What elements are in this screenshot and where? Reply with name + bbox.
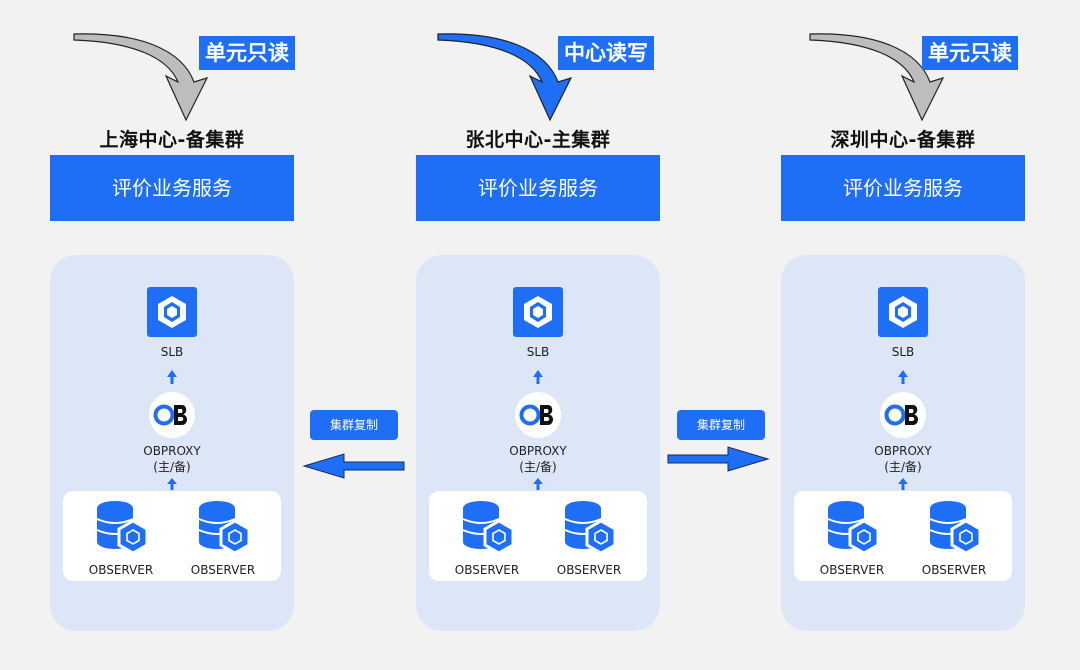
- obproxy-label: OBPROXY (主/备): [781, 443, 1025, 475]
- cluster-title-zhangbei: 张北中心-主集群: [465, 129, 611, 151]
- read-arrow-shenzhen: [809, 33, 945, 122]
- database-cube-icon: [96, 501, 149, 555]
- obproxy-name: OBPROXY: [143, 444, 201, 458]
- obproxy-role: (主/备): [519, 460, 557, 474]
- observer-label: OBSERVER: [190, 563, 256, 577]
- database-cube-icon: [827, 501, 880, 555]
- region-zhangbei: SLB OBPROXY (主/备) OBSERVER: [416, 255, 660, 631]
- service-box-zhangbei: 评价业务服务: [416, 155, 660, 221]
- slb-label: SLB: [526, 345, 550, 359]
- cluster-title-shanghai: 上海中心-备集群: [99, 129, 245, 151]
- slb-icon: [878, 287, 928, 337]
- ob-logo-icon: [880, 392, 926, 438]
- observer-node: OBSERVER: [173, 491, 273, 581]
- observer-label: OBSERVER: [921, 563, 987, 577]
- database-cube-icon: [929, 501, 982, 555]
- database-cube-icon: [462, 501, 515, 555]
- up-arrow-icon: [167, 370, 177, 384]
- service-box-shenzhen: 评价业务服务: [781, 155, 1025, 221]
- ob-logo-icon: [149, 392, 195, 438]
- mode-badge-shanghai: 单元只读: [199, 36, 295, 70]
- replication-label-left: 集群复制: [310, 410, 398, 440]
- mode-badge-shenzhen: 单元只读: [922, 36, 1018, 70]
- obproxy-name: OBPROXY: [509, 444, 567, 458]
- slb-label: SLB: [891, 345, 915, 359]
- observer-panel: OBSERVER OBSERVER: [794, 491, 1012, 581]
- observer-panel: OBSERVER OBSERVER: [429, 491, 647, 581]
- replication-label-right: 集群复制: [677, 410, 765, 440]
- observer-label: OBSERVER: [819, 563, 885, 577]
- region-shenzhen: SLB OBPROXY (主/备) OBSERVER: [781, 255, 1025, 631]
- replication-arrow-left: [302, 453, 405, 479]
- observer-panel: OBSERVER OBSERVER: [63, 491, 281, 581]
- database-cube-icon: [198, 501, 251, 555]
- observer-node: OBSERVER: [71, 491, 171, 581]
- read-arrow-shanghai: [73, 33, 209, 122]
- up-arrow-icon: [898, 370, 908, 384]
- slb-icon: [513, 287, 563, 337]
- observer-label: OBSERVER: [454, 563, 520, 577]
- up-arrow-icon: [898, 478, 908, 490]
- up-arrow-icon: [533, 370, 543, 384]
- observer-label: OBSERVER: [556, 563, 622, 577]
- slb-icon: [147, 287, 197, 337]
- write-arrow-zhangbei: [437, 33, 573, 122]
- obproxy-label: OBPROXY (主/备): [416, 443, 660, 475]
- obproxy-label: OBPROXY (主/备): [50, 443, 294, 475]
- observer-node: OBSERVER: [539, 491, 639, 581]
- observer-node: OBSERVER: [802, 491, 902, 581]
- region-shanghai: SLB OBPROXY (主/备) OBSERVER: [50, 255, 294, 631]
- observer-label: OBSERVER: [88, 563, 154, 577]
- obproxy-role: (主/备): [153, 460, 191, 474]
- cluster-title-shenzhen: 深圳中心-备集群: [830, 129, 976, 151]
- mode-badge-zhangbei: 中心读写: [558, 36, 654, 70]
- ob-logo-icon: [515, 392, 561, 438]
- obproxy-role: (主/备): [884, 460, 922, 474]
- slb-label: SLB: [160, 345, 184, 359]
- up-arrow-icon: [533, 478, 543, 490]
- up-arrow-icon: [167, 478, 177, 490]
- obproxy-name: OBPROXY: [874, 444, 932, 458]
- observer-node: OBSERVER: [904, 491, 1004, 581]
- observer-node: OBSERVER: [437, 491, 537, 581]
- replication-arrow-right: [667, 446, 770, 472]
- service-box-shanghai: 评价业务服务: [50, 155, 294, 221]
- database-cube-icon: [564, 501, 617, 555]
